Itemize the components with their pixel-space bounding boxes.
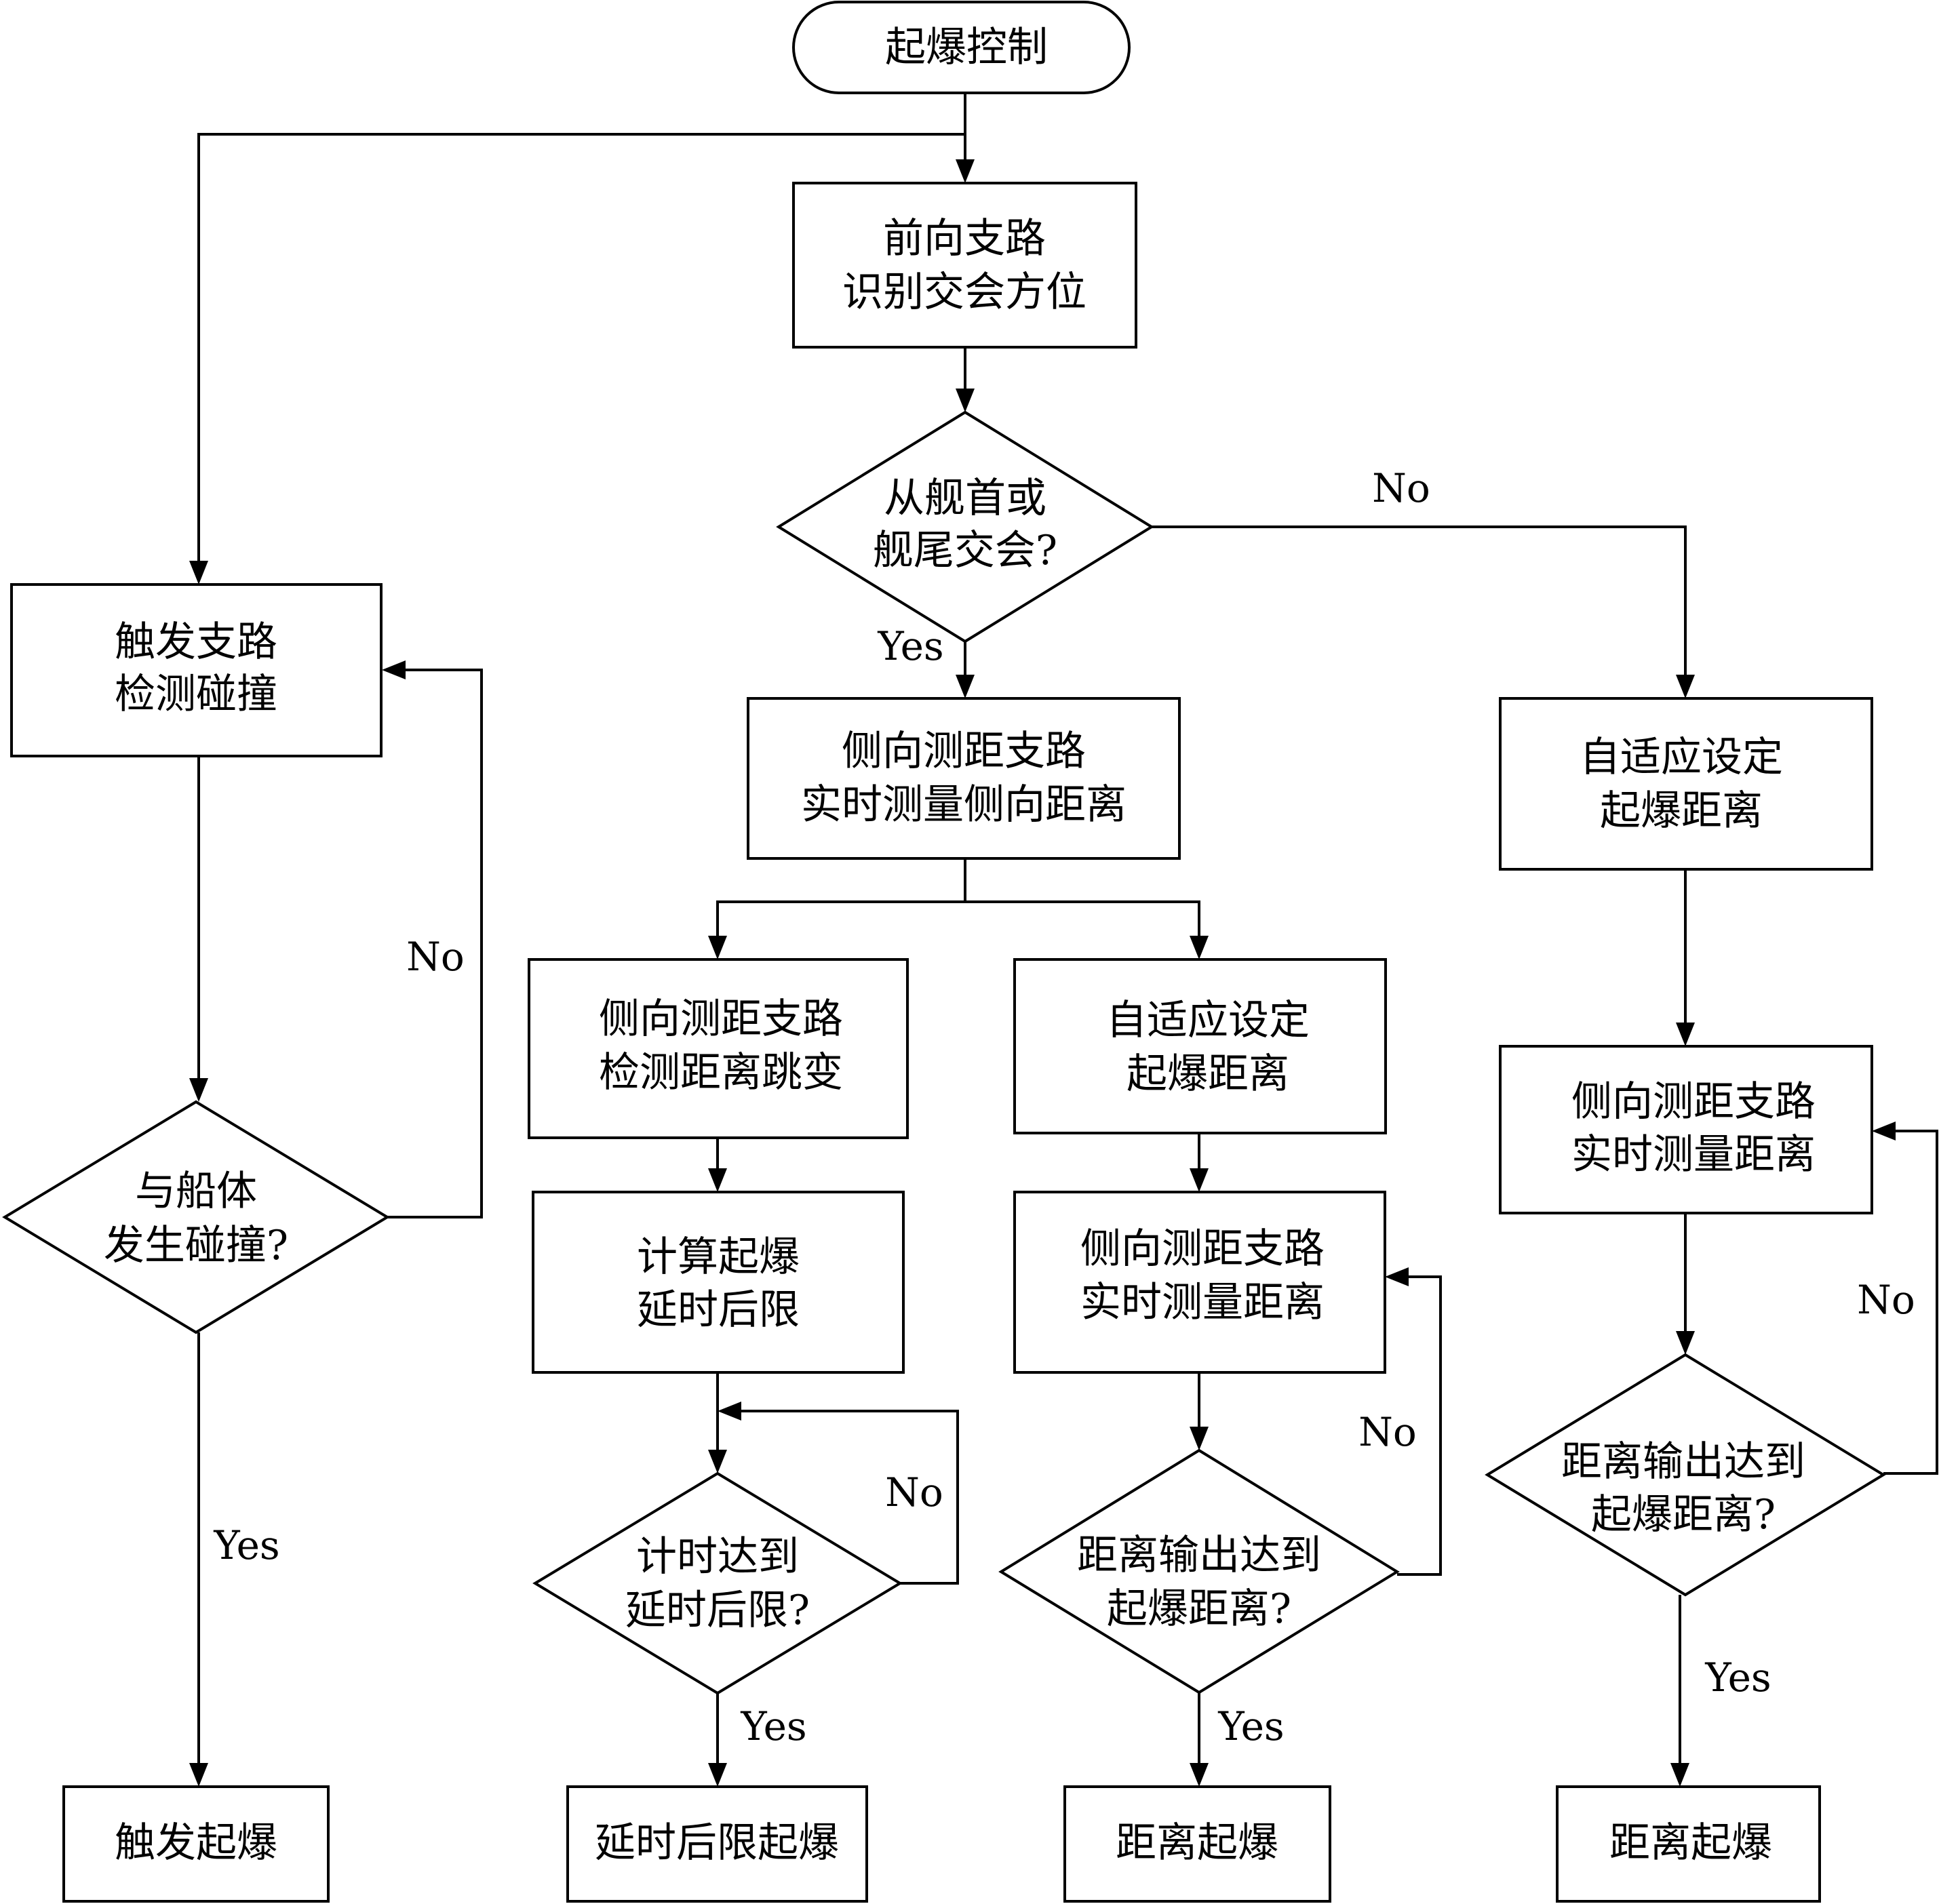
arrowhead-icon bbox=[956, 159, 975, 183]
node-measure-mid-line1: 侧向测距支路 bbox=[1080, 1225, 1325, 1273]
arrowhead-icon bbox=[1676, 1023, 1695, 1046]
node-dist-fire-mid: 距离起爆 bbox=[1063, 1785, 1331, 1903]
arrowhead-icon bbox=[708, 1763, 727, 1787]
decision-timer-line2: 延时后限? bbox=[625, 1587, 810, 1634]
label-bow-no: No bbox=[1372, 465, 1430, 511]
label-timer-no: No bbox=[885, 1469, 943, 1515]
node-lateral-jump-line1: 侧向测距支路 bbox=[599, 995, 843, 1043]
node-delay-fire: 延时后限起爆 bbox=[566, 1785, 868, 1903]
node-adapt-right-line2: 起爆距离 bbox=[1600, 787, 1763, 835]
node-adapt-mid-line1: 自适应设定 bbox=[1106, 997, 1310, 1044]
arrowhead-icon bbox=[708, 1450, 727, 1473]
label-bow-yes: Yes bbox=[877, 623, 943, 669]
edge-dist-right-no bbox=[1883, 1130, 1938, 1475]
node-forward-line2: 识别交会方位 bbox=[842, 269, 1086, 316]
arrowhead-icon bbox=[1190, 936, 1209, 959]
label-collision-no: No bbox=[406, 934, 465, 980]
arrowhead-icon bbox=[708, 936, 727, 959]
node-adapt-mid: 自适应设定 起爆距离 bbox=[1013, 958, 1387, 1134]
node-adapt-right: 自适应设定 起爆距离 bbox=[1499, 697, 1873, 871]
decision-collision-line1: 与船体 bbox=[135, 1168, 257, 1215]
arrowhead-icon bbox=[189, 561, 208, 584]
arrowhead-icon bbox=[1190, 1427, 1209, 1450]
node-measure-mid-line2: 实时测量距离 bbox=[1080, 1279, 1325, 1326]
arrowhead-icon bbox=[382, 660, 406, 679]
node-adapt-mid-line2: 起爆距离 bbox=[1127, 1050, 1289, 1098]
edge-bow-no bbox=[1152, 525, 1687, 675]
nodes-layer: 起爆控制 前向支路 识别交会方位 从舰首或 舰尾交会? 触发支路 检测碰撞 与船… bbox=[2, 1, 1886, 1903]
edge-timer-no bbox=[741, 1410, 959, 1585]
node-forward-line1: 前向支路 bbox=[883, 215, 1046, 262]
decision-dist-right-line1: 距离输出达到 bbox=[1561, 1438, 1805, 1486]
arrowhead-icon bbox=[1385, 1267, 1409, 1286]
edge-lateral-split-right bbox=[965, 900, 1200, 936]
node-trigger-fire: 触发起爆 bbox=[62, 1785, 330, 1903]
node-adapt-right-line1: 自适应设定 bbox=[1580, 734, 1783, 781]
arrowhead-icon bbox=[956, 675, 975, 698]
label-dist-mid-yes: Yes bbox=[1217, 1703, 1284, 1749]
node-trigger-detect-line2: 检测碰撞 bbox=[115, 671, 277, 718]
decision-bow-stern-line2: 舰尾交会? bbox=[873, 527, 1057, 574]
node-trigger-detect: 触发支路 检测碰撞 bbox=[10, 583, 383, 757]
decision-dist-right: 距离输出达到 起爆距离? bbox=[1485, 1353, 1886, 1597]
node-measure-right-line1: 侧向测距支路 bbox=[1571, 1078, 1816, 1126]
decision-dist-mid: 距离输出达到 起爆距离? bbox=[998, 1448, 1400, 1694]
arrowhead-icon bbox=[1670, 1763, 1689, 1787]
node-start-label: 起爆控制 bbox=[885, 24, 1048, 71]
node-measure-mid: 侧向测距支路 实时测量距离 bbox=[1013, 1191, 1386, 1374]
node-dist-fire-right-label: 距离起爆 bbox=[1609, 1819, 1772, 1867]
node-calc-delay-line2: 延时后限 bbox=[637, 1286, 800, 1334]
decision-dist-right-line2: 起爆距离? bbox=[1591, 1491, 1776, 1539]
node-measure-right-line2: 实时测量距离 bbox=[1571, 1131, 1816, 1178]
edge-start-to-trigger bbox=[197, 133, 965, 561]
node-trigger-detect-line1: 触发支路 bbox=[115, 618, 277, 666]
arrowhead-icon bbox=[956, 389, 975, 412]
arrowhead-icon bbox=[189, 1078, 208, 1102]
label-timer-yes: Yes bbox=[740, 1703, 806, 1749]
node-lateral-jump: 侧向测距支路 检测距离跳变 bbox=[528, 958, 909, 1139]
arrowhead-icon bbox=[1872, 1122, 1896, 1141]
node-lateral-measure-line2: 实时测量侧向距离 bbox=[801, 781, 1127, 829]
node-trigger-fire-label: 触发起爆 bbox=[115, 1819, 277, 1867]
decision-bow-stern-line1: 从舰首或 bbox=[884, 475, 1046, 522]
decision-timer-line1: 计时达到 bbox=[636, 1533, 799, 1581]
node-dist-fire-mid-label: 距离起爆 bbox=[1116, 1819, 1278, 1867]
edge-labels-layer: No Yes No Yes No Yes No Yes No Yes bbox=[213, 465, 1915, 1749]
label-collision-yes: Yes bbox=[213, 1522, 279, 1568]
arrowhead-icon bbox=[1190, 1168, 1209, 1192]
node-lateral-measure-line1: 侧向测距支路 bbox=[842, 728, 1086, 775]
decision-dist-mid-line1: 距离输出达到 bbox=[1077, 1532, 1321, 1579]
arrowhead-icon bbox=[1676, 1331, 1695, 1355]
arrowhead-icon bbox=[718, 1402, 741, 1421]
label-dist-right-yes: Yes bbox=[1704, 1654, 1771, 1701]
edge-collision-no bbox=[387, 669, 483, 1218]
arrowhead-icon bbox=[1676, 675, 1695, 698]
node-delay-fire-label: 延时后限起爆 bbox=[595, 1819, 839, 1867]
node-measure-right: 侧向测距支路 实时测量距离 bbox=[1499, 1045, 1873, 1214]
decision-timer: 计时达到 延时后限? bbox=[532, 1471, 903, 1695]
arrowhead-icon bbox=[189, 1763, 208, 1787]
decision-collision-line2: 发生碰撞? bbox=[104, 1222, 288, 1269]
arrowhead-icon bbox=[1190, 1763, 1209, 1787]
decision-bow-stern: 从舰首或 舰尾交会? bbox=[776, 410, 1154, 643]
label-dist-right-no: No bbox=[1857, 1277, 1915, 1323]
decision-collision: 与船体 发生碰撞? bbox=[2, 1100, 390, 1334]
edge-dist-mid-no bbox=[1397, 1275, 1442, 1576]
arrowhead-icon bbox=[708, 1168, 727, 1192]
node-dist-fire-right: 距离起爆 bbox=[1556, 1785, 1821, 1903]
node-lateral-measure: 侧向测距支路 实时测量侧向距离 bbox=[747, 697, 1181, 860]
node-forward: 前向支路 识别交会方位 bbox=[792, 182, 1137, 349]
label-dist-mid-no: No bbox=[1358, 1409, 1417, 1455]
node-start: 起爆控制 bbox=[792, 1, 1131, 94]
node-lateral-jump-line2: 检测距离跳变 bbox=[599, 1049, 843, 1096]
node-calc-delay-line1: 计算起爆 bbox=[637, 1233, 800, 1281]
edges-layer bbox=[189, 93, 1938, 1787]
edge-lateral-split bbox=[716, 858, 966, 936]
decision-dist-mid-line2: 起爆距离? bbox=[1107, 1585, 1291, 1633]
node-calc-delay: 计算起爆 延时后限 bbox=[532, 1191, 905, 1374]
